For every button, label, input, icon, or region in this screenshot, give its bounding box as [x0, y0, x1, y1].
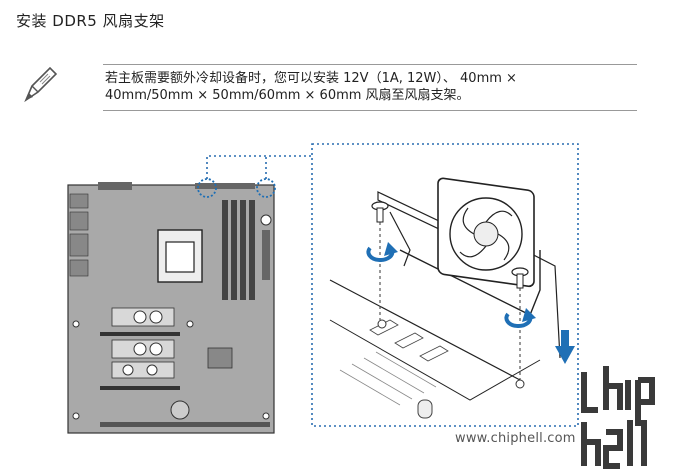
screw-left — [371, 201, 389, 320]
pencil-icon — [24, 66, 58, 103]
down-arrow-icon — [555, 330, 575, 364]
installation-figure — [67, 143, 579, 434]
chiphell-logo — [581, 366, 655, 469]
highlight-hole-left — [197, 178, 217, 198]
callout-line — [206, 155, 312, 179]
note-line-2: 40mm/50mm × 50mm/60mm × 60mm 风扇至风扇支架。 — [105, 88, 470, 103]
rotate-arrow-icon — [504, 308, 536, 329]
detail-frame — [311, 143, 579, 427]
note-box: 若主板需要额外冷却设备时，您可以安装 12V（1A, 12W）、 40mm × … — [103, 64, 637, 111]
fan-bracket — [377, 177, 561, 359]
note-line-1: 若主板需要额外冷却设备时，您可以安装 12V（1A, 12W）、 40mm × — [105, 71, 517, 86]
motherboard — [67, 182, 275, 434]
screw-right — [511, 267, 529, 380]
watermark-url: www.chiphell.com — [455, 431, 576, 446]
rotate-arrow-icon — [366, 242, 398, 263]
detail-board — [329, 279, 541, 419]
page-title: 安装 DDR5 风扇支架 — [16, 12, 165, 30]
highlight-hole-right — [256, 178, 276, 198]
